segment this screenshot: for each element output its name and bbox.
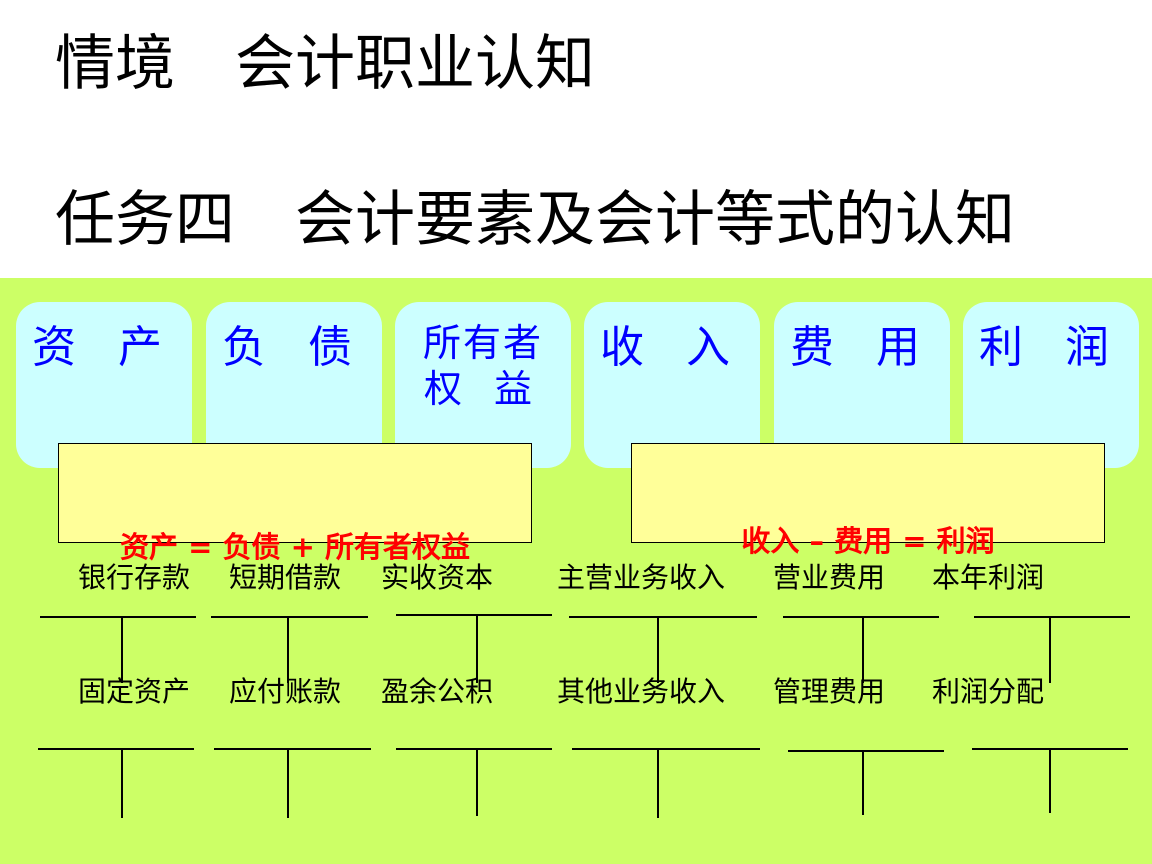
content-panel xyxy=(0,278,1152,864)
t-account-divider xyxy=(121,749,123,818)
income-equation: 收入 – 费用 = 利润 xyxy=(741,524,995,558)
t-account-divider xyxy=(476,749,478,816)
situation-title: 情境 会计职业认知 xyxy=(55,29,595,99)
balance-equation-box: 资产 = 负债 + 所有者权益 xyxy=(58,443,532,564)
element-label-assets: 资 产 xyxy=(32,322,176,373)
element-label-equity: 所有者 权 益 xyxy=(395,302,571,412)
account-name: 固定资产 xyxy=(78,675,191,708)
t-account-divider xyxy=(121,617,123,683)
t-account-divider xyxy=(862,751,864,815)
account-name: 利润分配 xyxy=(932,675,1045,708)
account-name: 本年利润 xyxy=(932,561,1045,594)
element-label-liabilities: 负 债 xyxy=(222,322,366,373)
element-box-revenue: 收 入 xyxy=(584,302,760,468)
task-title: 任务四 会计要素及会计等式的认知 xyxy=(55,185,1015,255)
account-name: 实收资本 xyxy=(381,561,494,594)
account-name: 银行存款 xyxy=(78,561,191,594)
balance-equation: 资产 = 负债 + 所有者权益 xyxy=(120,530,470,564)
t-account-top-line xyxy=(211,616,368,618)
element-label-equity-line2: 权 益 xyxy=(423,367,543,411)
t-account-top-line xyxy=(214,748,371,750)
t-account-top-line xyxy=(788,750,944,752)
account-name: 短期借款 xyxy=(229,561,342,594)
t-account-divider xyxy=(657,617,659,683)
t-account-divider xyxy=(287,749,289,818)
element-box-assets: 资 产 xyxy=(16,302,192,468)
income-equation-box: 收入 – 费用 = 利润 xyxy=(631,443,1105,558)
element-box-profit: 利 润 xyxy=(963,302,1139,468)
t-account-top-line xyxy=(40,616,196,618)
t-account-divider xyxy=(1049,749,1051,813)
element-label-expenses: 费 用 xyxy=(790,322,934,373)
element-box-expenses: 费 用 xyxy=(774,302,950,468)
account-name: 营业费用 xyxy=(773,561,886,594)
t-account-top-line xyxy=(569,616,757,618)
t-account-divider xyxy=(1049,617,1051,683)
element-label-profit: 利 润 xyxy=(979,322,1123,373)
account-name: 主营业务收入 xyxy=(557,561,726,594)
t-account-top-line xyxy=(396,748,552,750)
t-account-divider xyxy=(287,617,289,683)
element-box-liabilities: 负 债 xyxy=(206,302,382,468)
t-account-top-line xyxy=(572,748,760,750)
account-name: 应付账款 xyxy=(229,675,342,708)
t-account-top-line xyxy=(783,616,939,618)
t-account-top-line xyxy=(974,616,1130,618)
t-account-divider xyxy=(476,615,478,683)
t-account-divider xyxy=(862,617,864,683)
element-label-revenue: 收 入 xyxy=(600,322,744,373)
account-name: 管理费用 xyxy=(773,675,886,708)
element-box-equity: 所有者 权 益 xyxy=(395,302,571,468)
t-account-divider xyxy=(657,749,659,818)
account-name: 盈余公积 xyxy=(381,675,494,708)
element-label-equity-line1: 所有者 xyxy=(422,321,543,365)
account-name: 其他业务收入 xyxy=(557,675,726,708)
t-account-top-line xyxy=(38,748,194,750)
t-account-top-line xyxy=(396,614,552,616)
